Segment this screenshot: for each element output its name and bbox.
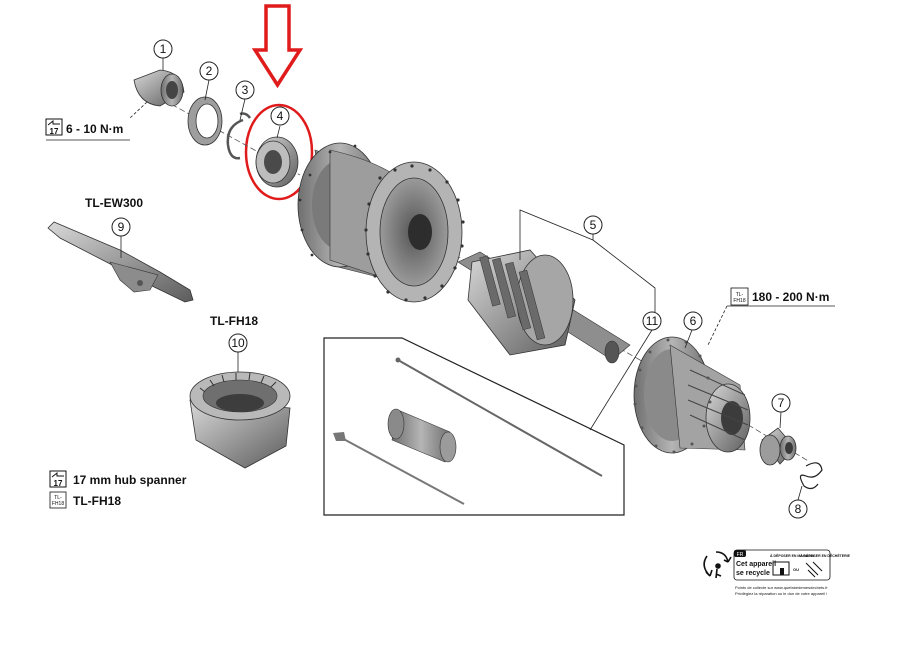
legend-tl-fh18: TL- FH18 TL-FH18 <box>49 491 121 509</box>
svg-text:À DÉPOSER EN MAGASIN: À DÉPOSER EN MAGASIN <box>770 553 814 558</box>
svg-text:FH18: FH18 <box>52 501 64 507</box>
callout-9: 9 <box>111 217 131 237</box>
part-1-end-cap <box>133 69 185 107</box>
callout-4: 4 <box>270 106 290 126</box>
svg-text:5: 5 <box>590 218 597 232</box>
svg-text:8: 8 <box>795 502 802 516</box>
part-11-axle-set <box>323 337 625 516</box>
callout-3: 3 <box>235 80 255 100</box>
svg-text:10: 10 <box>231 336 245 350</box>
callout-7: 7 <box>771 393 791 413</box>
svg-text:17: 17 <box>54 479 63 488</box>
svg-text:se recycle: se recycle <box>736 570 770 577</box>
shop-icon <box>772 561 790 576</box>
legend-spanner: 17 17 mm hub spanner <box>49 470 187 488</box>
svg-text:7: 7 <box>778 396 785 410</box>
svg-text:6: 6 <box>690 314 697 328</box>
part-4-bearing <box>255 136 299 188</box>
callout-8: 8 <box>788 499 808 519</box>
part-6-cassette-body <box>633 336 751 454</box>
svg-text:TL-: TL- <box>54 495 62 501</box>
svg-text:OU: OU <box>793 567 799 572</box>
svg-text:17 mm hub spanner: 17 mm hub spanner <box>73 473 187 487</box>
svg-text:3: 3 <box>242 83 249 97</box>
part-8-spring <box>799 462 823 490</box>
part-10-tl-fh18-tool <box>189 371 291 469</box>
wrench-17-icon: 17 <box>45 118 63 136</box>
deposit-bin-icon <box>805 561 823 578</box>
part-7-lock-ring <box>759 427 797 466</box>
recycling-label: FR Cet appareil se recycle À DÉPOSER EN … <box>703 549 851 596</box>
triman-icon <box>703 551 732 579</box>
svg-text:Privilégiez la réparation ou l: Privilégiez la réparation ou le don de v… <box>735 591 827 596</box>
svg-text:1: 1 <box>160 42 167 56</box>
svg-text:TL-FH18: TL-FH18 <box>73 494 121 508</box>
callout-2: 2 <box>199 61 219 81</box>
svg-text:FH18: FH18 <box>733 298 745 304</box>
svg-text:17: 17 <box>50 127 59 136</box>
svg-text:9: 9 <box>118 220 125 234</box>
hub-shell <box>297 142 465 303</box>
callout-5: 5 <box>583 215 603 235</box>
svg-text:180 - 200 N·m: 180 - 200 N·m <box>752 290 829 304</box>
part-5-freehub-body <box>457 249 631 364</box>
callout-10: 10 <box>228 333 248 353</box>
svg-text:2: 2 <box>206 64 213 78</box>
part-2-washer <box>187 96 223 146</box>
part-3-snap-ring <box>226 112 252 160</box>
svg-text:4: 4 <box>277 109 284 123</box>
highlight-arrow <box>251 4 304 89</box>
tl-fh18-legend-icon: TL- FH18 <box>49 491 67 509</box>
highlight-circle <box>244 103 314 201</box>
torque-label-top: 17 6 - 10 N·m <box>45 118 123 136</box>
callout-6: 6 <box>683 311 703 331</box>
svg-text:TL-: TL- <box>736 292 744 298</box>
axle-sleeve <box>387 408 457 463</box>
svg-text:6 - 10 N·m: 6 - 10 N·m <box>66 122 123 136</box>
tl-fh18-label: TL-FH18 <box>210 314 258 328</box>
svg-text:11: 11 <box>646 314 659 328</box>
leader-lines <box>46 58 835 501</box>
wrench-17-legend-icon: 17 <box>49 470 67 488</box>
torque-label-right: TL- FH18 180 - 200 N·m <box>730 287 829 306</box>
svg-text:FR: FR <box>737 552 744 558</box>
callout-11: 11 <box>642 311 662 331</box>
part-9-tl-ew300-tool <box>47 221 194 303</box>
svg-text:Points de collecte sur www.que: Points de collecte sur www.quefairedemes… <box>735 585 828 590</box>
tl-fh18-icon: TL- FH18 <box>730 287 749 306</box>
svg-text:À DÉPOSER EN DÉCHÈTERIE: À DÉPOSER EN DÉCHÈTERIE <box>800 553 851 558</box>
tl-ew300-label: TL-EW300 <box>85 196 143 210</box>
svg-text:Cet appareil: Cet appareil <box>736 561 776 568</box>
callout-1: 1 <box>153 39 173 59</box>
